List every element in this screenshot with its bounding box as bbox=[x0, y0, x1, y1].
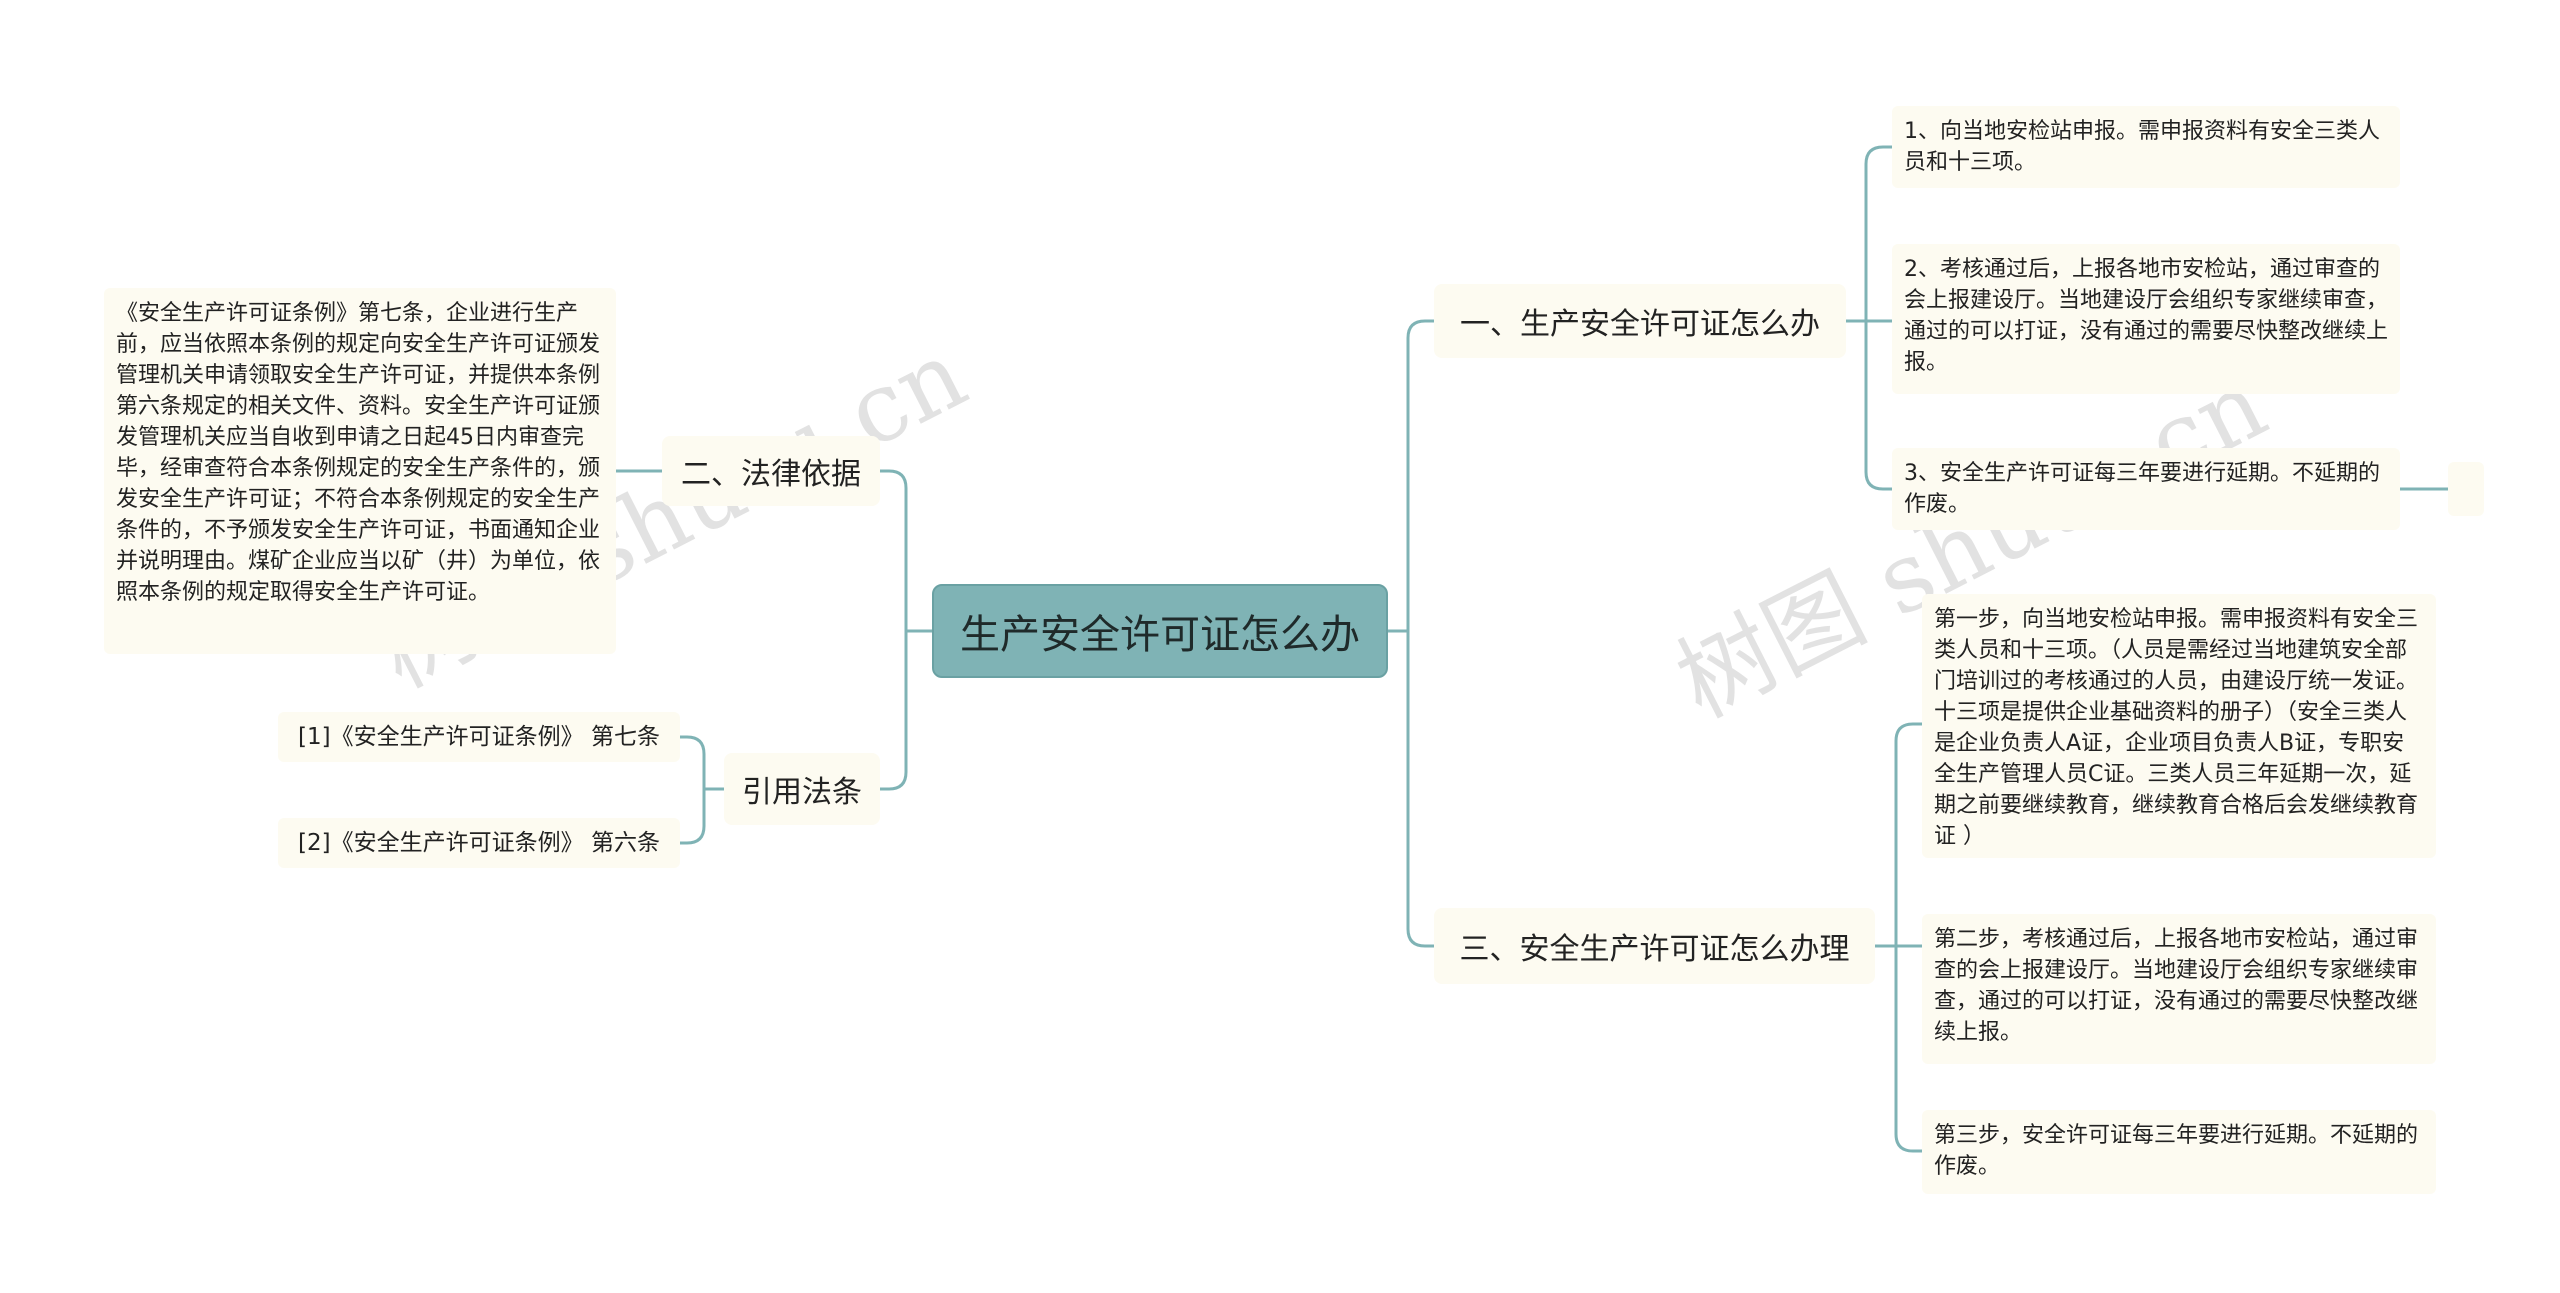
root-node[interactable]: 生产安全许可证怎么办 bbox=[932, 584, 1388, 678]
leaf-node-citation-2[interactable]: [2]《安全生产许可证条例》 第六条 bbox=[278, 818, 680, 868]
branch-node-how-to-apply[interactable]: 一、生产安全许可证怎么办 bbox=[1434, 284, 1846, 358]
branch-node-cited-articles[interactable]: 引用法条 bbox=[724, 753, 880, 825]
leaf-node-step1[interactable]: 1、向当地安检站申报。需申报资料有安全三类人员和十三项。 bbox=[1892, 106, 2400, 188]
leaf-node-step2[interactable]: 2、考核通过后，上报各地市安检站，通过审查的会上报建设厅。当地建设厅会组织专家继… bbox=[1892, 244, 2400, 394]
leaf-node-regulation-text[interactable]: 《安全生产许可证条例》第七条，企业进行生产前，应当依照本条例的规定向安全生产许可… bbox=[104, 288, 616, 654]
branch-node-legal-basis[interactable]: 二、法律依据 bbox=[662, 436, 880, 506]
leaf-node-citation-1[interactable]: [1]《安全生产许可证条例》 第七条 bbox=[278, 712, 680, 762]
leaf-node-process-step1[interactable]: 第一步，向当地安检站申报。需申报资料有安全三类人员和十三项。（人员是需经过当地建… bbox=[1922, 594, 2436, 858]
empty-node[interactable] bbox=[2448, 462, 2484, 516]
leaf-node-process-step2[interactable]: 第二步，考核通过后，上报各地市安检站，通过审查的会上报建设厅。当地建设厅会组织专… bbox=[1922, 914, 2436, 1064]
branch-node-how-to-process[interactable]: 三、安全生产许可证怎么办理 bbox=[1434, 908, 1875, 984]
leaf-node-process-step3[interactable]: 第三步，安全许可证每三年要进行延期。不延期的作废。 bbox=[1922, 1110, 2436, 1194]
leaf-node-step3[interactable]: 3、安全生产许可证每三年要进行延期。不延期的作废。 bbox=[1892, 448, 2400, 530]
